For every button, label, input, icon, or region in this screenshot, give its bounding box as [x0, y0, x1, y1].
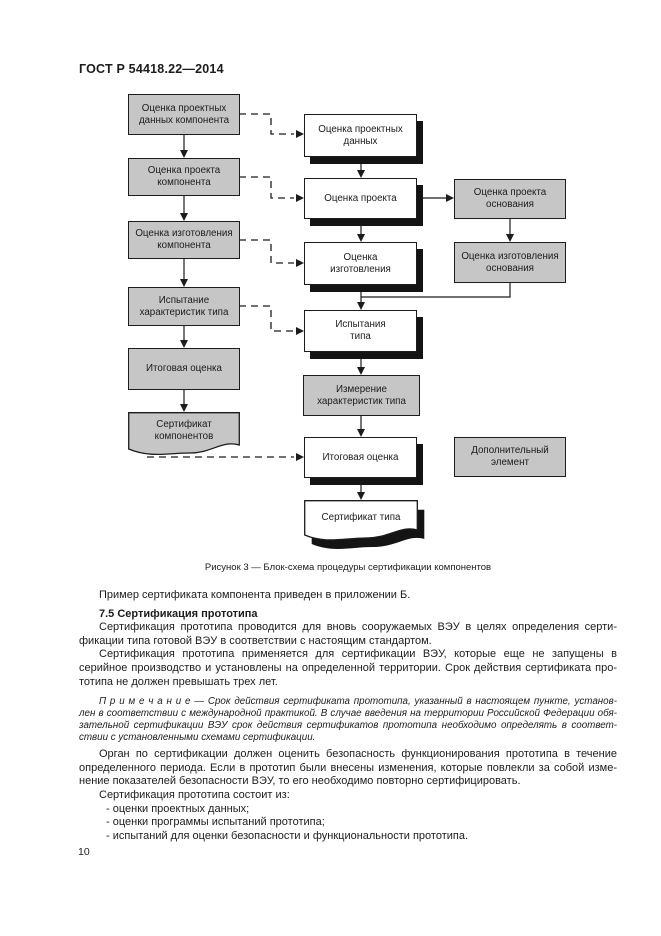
flow-box-manufacturing-evaluation: Оценка изготовления [304, 242, 417, 285]
document-shape [128, 412, 240, 456]
flow-box-label: Оценка изготовления компонента [135, 228, 233, 251]
flow-box-foundation-design-evaluation: Оценка проекта основания [454, 179, 566, 219]
connector-r2-merge [361, 283, 511, 298]
list-item: - испытаний для оценки безопасности и фу… [106, 829, 469, 842]
flow-box-type-tests: Испытания типа [304, 310, 417, 352]
flow-box-label: Оценка проекта основания [473, 187, 547, 210]
flow-box-final-evaluation-left: Итоговая оценка [128, 348, 240, 390]
page-header: ГОСТ Р 54418.22—2014 [79, 62, 224, 76]
flow-doc-component-certificate: Сертификат компонентов [128, 412, 240, 460]
flow-box-characteristic-measurement: Измерение характеристик типа [303, 375, 420, 416]
dashed-l4-m4 [239, 305, 294, 332]
dashed-l1-m1 [239, 113, 294, 135]
flow-box-component-design-data: Оценка проектных данных компонента [128, 94, 240, 135]
note-line: лен в соответствии с международной практ… [79, 708, 617, 720]
dashed-l3-m3 [239, 239, 294, 264]
flow-box-label: Испытание характеристик типа [139, 294, 229, 318]
figure-caption: Рисунок 3 — Блок-схема процедуры сертифи… [204, 562, 492, 573]
document-shape [304, 500, 425, 549]
flow-doc-type-certificate: Сертификат типа [304, 500, 428, 554]
paragraph-line: Сертификация прототипа состоит из: [99, 788, 290, 801]
dashed-connectors [147, 113, 294, 458]
paragraph-line: нение показателей безопасности ВЭУ, то е… [79, 775, 521, 788]
paragraph-line: Сертификация прототипа проводится для вн… [99, 621, 617, 634]
note-line: ствии с установленными схемами сертифика… [79, 732, 316, 744]
flow-box-final-evaluation-middle: Итоговая оценка [304, 437, 417, 478]
flow-box-label: Оценка проекта [324, 192, 397, 204]
flow-box-label: Дополнительный элемент [471, 445, 549, 468]
flow-box-label: Оценка изготовления [330, 251, 391, 275]
list-item: - оценки программы испытаний прототипа; [106, 816, 325, 829]
solid-connectors [183, 135, 511, 493]
dashed-l2-m2 [239, 176, 294, 199]
paragraph-line: тотипа не должен превышать трех лет. [79, 675, 278, 688]
arrowheads [180, 130, 514, 500]
flow-box-design-data-evaluation: Оценка проектных данных [304, 114, 417, 157]
paragraph-line: определенного периода. Если в прототип б… [79, 761, 617, 774]
note-line: зательной сертификации ВЭУ срок действия… [79, 720, 617, 732]
flow-box-design-evaluation: Оценка проекта [304, 178, 417, 219]
flow-box-label: Оценка изготовления основания [461, 250, 559, 274]
flow-box-additional-element-legend: Дополнительный элемент [454, 437, 566, 477]
list-item: - оценки проектных данных; [106, 802, 250, 815]
flow-box-label: Итоговая оценка [322, 451, 399, 463]
flow-box-label: Итоговая оценка [145, 363, 222, 375]
flow-box-label: Оценка проектных данных компонента [138, 102, 230, 126]
paragraph-line: Сертификация прототипа применяется для с… [99, 648, 617, 661]
body-text: Пример сертификата компонента приведен в… [79, 585, 617, 843]
flow-box-label: Испытания типа [335, 319, 386, 342]
flow-box-component-design: Оценка проекта компонента [128, 158, 240, 196]
flow-box-label: Сертификат компонентов [154, 419, 214, 442]
flow-box-label: Оценка проекта компонента [147, 165, 221, 188]
page-number: 10 [78, 846, 90, 858]
paragraph-intro: Пример сертификата компонента приведен в… [99, 589, 411, 601]
flow-box-label: Оценка проектных данных [318, 123, 403, 147]
flow-box-component-manufacturing: Оценка изготовления компонента [128, 221, 240, 259]
flow-box-label: Измерение характеристик типа [317, 383, 406, 407]
flow-box-type-characteristic-test: Испытание характеристик типа [128, 287, 240, 326]
flow-box-foundation-manufacturing-evaluation: Оценка изготовления основания [454, 242, 566, 283]
flow-box-label: Сертификат типа [321, 512, 401, 524]
section-heading-7-5: 7.5 Сертификация прототипа [99, 607, 258, 620]
paragraph-line: Орган по сертификации должен оценить без… [99, 748, 617, 761]
note-line: П р и м е ч а н и е — Срок действия серт… [99, 696, 617, 708]
paragraph-line: фикации типа готовой ВЭУ в соответствии … [79, 634, 432, 647]
note-block: П р и м е ч а н и е — Срок действия серт… [79, 696, 617, 744]
paragraph-line: серийное производство и установлены на о… [79, 661, 617, 674]
